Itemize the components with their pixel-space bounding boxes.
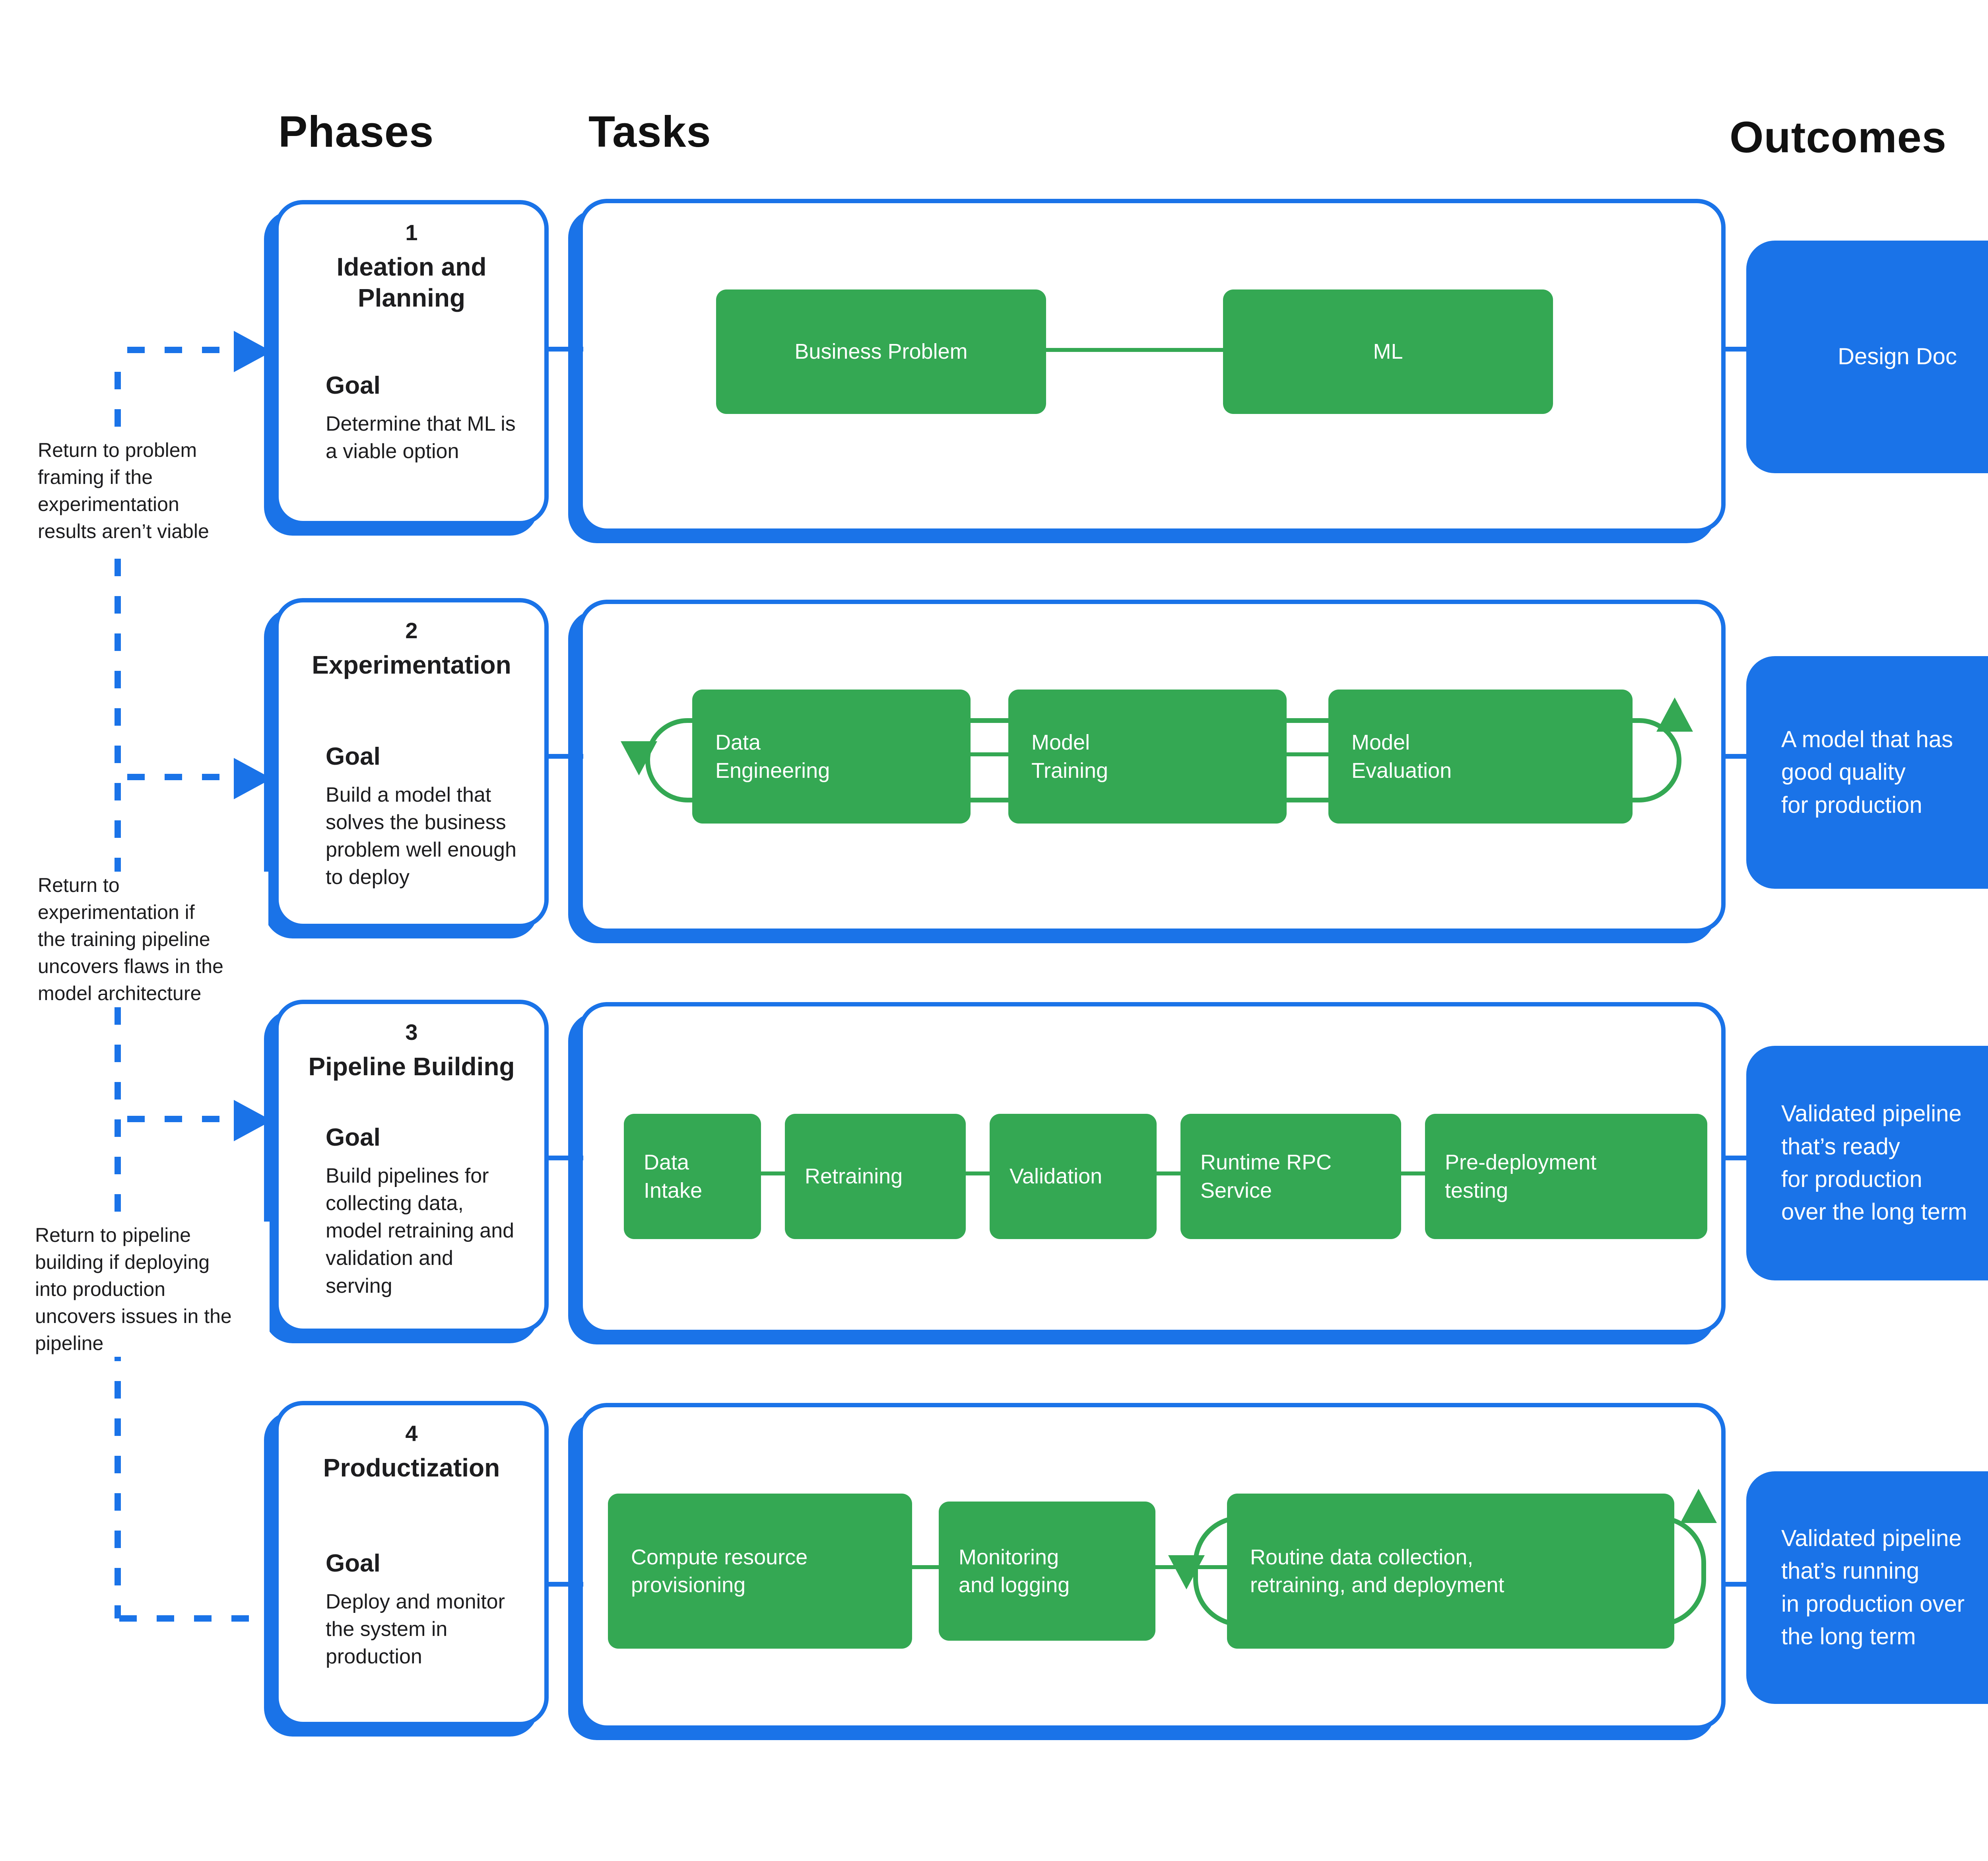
phase-tasks-connector — [546, 1156, 583, 1160]
goal-label: Goal — [326, 743, 381, 770]
tasks-box-productization: Compute resource provisioning Monitoring… — [579, 1403, 1726, 1730]
goal-text: Build pipelines for collecting data, mod… — [326, 1164, 514, 1298]
goal-label: Goal — [326, 1550, 381, 1577]
task-connector — [1155, 1565, 1228, 1569]
task-label: Model Evaluation — [1351, 730, 1452, 783]
task-validation: Validation — [990, 1114, 1157, 1239]
phase-box-productization: 4 Productization Goal Deploy and monitor… — [274, 1401, 549, 1726]
tasks-outcome-connector — [1722, 1582, 1749, 1587]
phase-box-pipeline-building: 3 Pipeline Building Goal Build pipelines… — [274, 1000, 549, 1333]
outcome-label: Validated pipeline that’s running in pro… — [1781, 1525, 1965, 1649]
return-arrowhead-phase1 — [234, 331, 272, 372]
task-data-intake: Data Intake — [624, 1114, 761, 1239]
phase-title: Pipeline Building — [308, 1052, 515, 1081]
tasks-box-experimentation: Data Engineering Model Training Model Ev… — [579, 600, 1726, 933]
task-connector — [760, 1171, 786, 1175]
task-label: Data Intake — [644, 1150, 703, 1202]
task-connector — [1156, 1171, 1181, 1175]
phase-number: 1 — [405, 220, 418, 245]
loop-arrowhead-back — [621, 741, 657, 775]
task-connector — [911, 1565, 940, 1569]
phase-title: Experimentation — [312, 651, 511, 679]
task-routine-collection-retraining-deployment: Routine data collection, retraining, and… — [1227, 1494, 1674, 1649]
return-rail-bottom-elbow — [119, 1615, 275, 1622]
task-connector — [1045, 348, 1224, 352]
tasks-box-pipeline-building: Data Intake Retraining Validation Runtim… — [579, 1002, 1726, 1334]
outcome-label: A model that has good quality for produc… — [1781, 726, 1953, 818]
annotation-return-experimentation: Return to experimentation if the trainin… — [38, 872, 268, 1007]
task-label: Business Problem — [794, 340, 968, 364]
tasks-column-header: Tasks — [588, 107, 711, 156]
phase-number: 3 — [405, 1020, 418, 1045]
outcome-design-doc: Design Doc — [1746, 241, 1988, 473]
task-label: Data Engineering — [715, 730, 830, 783]
tasks-box-ideation-planning: Business Problem ML — [579, 199, 1726, 533]
task-retraining: Retraining — [785, 1114, 966, 1239]
tasks-outcome-connector — [1722, 754, 1749, 759]
outcome-label: Validated pipeline that’s ready for prod… — [1781, 1101, 1967, 1225]
phase-box-ideation-planning: 1 Ideation and Planning Goal Determine t… — [274, 200, 549, 525]
task-connector — [967, 752, 1012, 756]
phase-title: Productization — [323, 1453, 500, 1482]
goal-text: Determine that ML is a viable option — [326, 412, 516, 463]
tasks-outcome-connector — [1722, 1156, 1749, 1160]
phase-number: 4 — [405, 1421, 418, 1446]
task-label: ML — [1373, 340, 1403, 364]
task-label: Compute resource provisioning — [631, 1545, 808, 1597]
return-arrowhead-phase3 — [234, 1100, 272, 1141]
outcome-label: Design Doc — [1838, 344, 1957, 370]
phase-tasks-connector — [546, 1582, 583, 1587]
goal-label: Goal — [326, 1124, 381, 1151]
phase-tasks-connector — [546, 347, 583, 352]
task-compute-resource-provisioning: Compute resource provisioning — [608, 1494, 912, 1649]
phase-title: Ideation and Planning — [336, 253, 487, 313]
loop-arrowhead-forward — [1656, 697, 1693, 732]
task-data-engineering: Data Engineering — [692, 690, 971, 824]
goal-label: Goal — [326, 372, 381, 399]
annotation-return-problem-framing: Return to problem framing if the experim… — [38, 437, 260, 545]
task-label: Model Training — [1031, 730, 1109, 783]
outcome-validated-pipeline-ready: Validated pipeline that’s ready for prod… — [1746, 1046, 1988, 1280]
loop-arrowhead-back — [1168, 1555, 1205, 1589]
outcome-quality-model: A model that has good quality for produc… — [1746, 656, 1988, 889]
task-model-training: Model Training — [1008, 690, 1287, 824]
phase-number: 2 — [405, 618, 418, 643]
task-label: Pre-deployment testing — [1445, 1150, 1597, 1202]
return-arrowhead-phase2 — [234, 758, 272, 799]
task-label: Runtime RPC Service — [1200, 1150, 1332, 1202]
return-to-pipeline-building-line — [127, 1116, 234, 1122]
phase-box-experimentation: 2 Experimentation Goal Build a model tha… — [274, 598, 549, 928]
phase-tasks-connector — [546, 754, 583, 759]
phases-column-header: Phases — [278, 107, 434, 156]
goal-text: Deploy and monitor the system in product… — [326, 1590, 505, 1669]
task-connector — [965, 1171, 990, 1175]
task-label: Retraining — [805, 1164, 903, 1189]
task-monitoring-and-logging: Monitoring and logging — [939, 1502, 1155, 1641]
return-to-experimentation-line — [127, 774, 234, 780]
task-connector — [1284, 752, 1332, 756]
task-business-problem: Business Problem — [716, 289, 1046, 414]
task-label: Monitoring and logging — [959, 1545, 1070, 1597]
task-runtime-rpc-service: Runtime RPC Service — [1180, 1114, 1401, 1239]
task-ml: ML — [1223, 289, 1553, 414]
task-label: Routine data collection, retraining, and… — [1250, 1545, 1505, 1597]
outcomes-column-header: Outcomes — [1730, 113, 1947, 162]
tasks-outcome-connector — [1722, 347, 1749, 352]
annotation-return-pipeline-building: Return to pipeline building if deploying… — [35, 1222, 270, 1357]
outcome-validated-pipeline-running: Validated pipeline that’s running in pro… — [1746, 1471, 1988, 1704]
goal-text: Build a model that solves the business p… — [326, 783, 516, 889]
task-pre-deployment-testing: Pre-deployment testing — [1425, 1114, 1707, 1239]
task-model-evaluation: Model Evaluation — [1328, 690, 1633, 824]
loop-arrowhead-forward — [1680, 1489, 1717, 1523]
task-label: Validation — [1010, 1164, 1103, 1189]
task-connector — [1400, 1171, 1426, 1175]
return-to-problem-framing-line — [127, 347, 234, 353]
